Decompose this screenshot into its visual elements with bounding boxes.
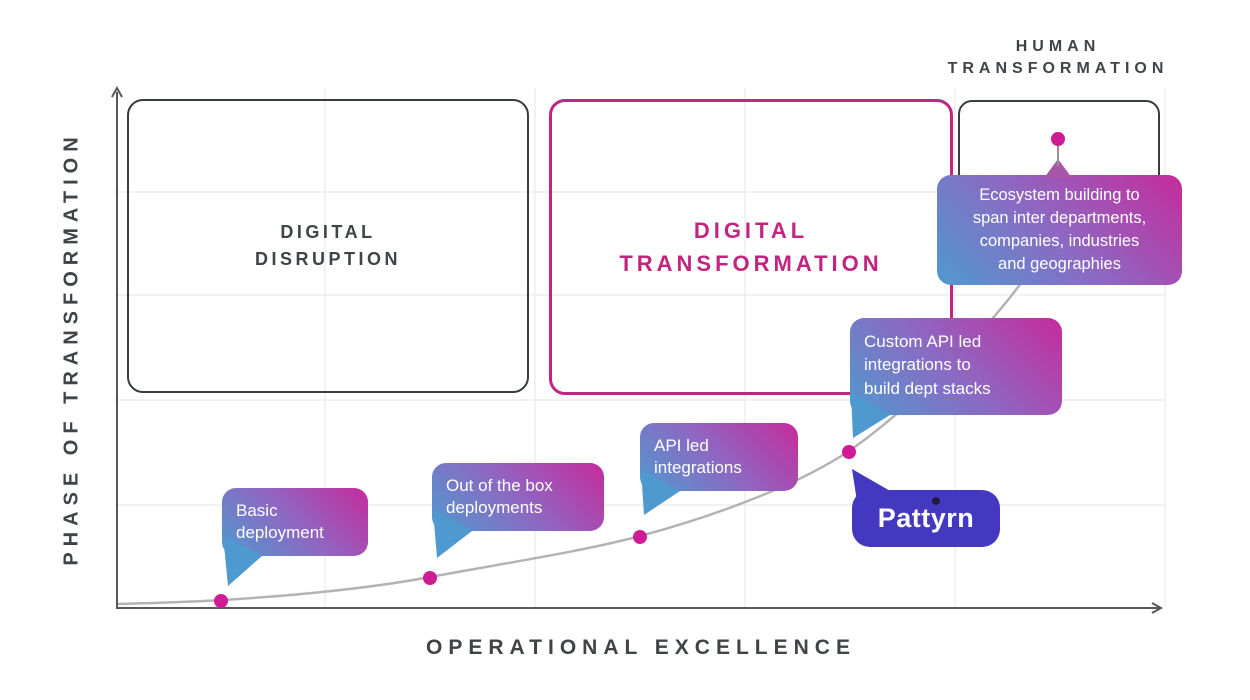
pattyrn-logo-text: Pattyrn: [877, 503, 975, 533]
zone-digital-disruption-label: DIGITAL DISRUPTION: [254, 222, 401, 269]
zone-human-transformation-title: HUMAN TRANSFORMATION: [947, 38, 1169, 77]
pattyrn-logo: Pattyrn: [852, 490, 1000, 547]
callout-ecosystem-building-text: Ecosystem building to span inter departm…: [972, 185, 1147, 274]
milestone-dot-3: [633, 530, 647, 544]
zone-digital-transformation-label: DIGITAL TRANSFORMATION: [619, 218, 883, 276]
milestone-dot-4: [842, 445, 856, 459]
x-axis: [116, 602, 1164, 614]
callout-ecosystem-building: Ecosystem building to span inter departm…: [937, 175, 1182, 285]
x-axis-label: OPERATIONAL EXCELLENCE: [426, 636, 856, 659]
callout-out-of-the-box-deployments: Out of the box deployments: [432, 463, 604, 531]
y-axis-label: PHASE OF TRANSFORMATION: [60, 131, 83, 566]
y-axis: [111, 85, 123, 609]
callout-basic-deployment: Basic deployment: [222, 488, 368, 556]
callout-api-led-integrations: API led integrations: [640, 423, 798, 491]
milestone-dot-2: [423, 571, 437, 585]
zone-digital-disruption: DIGITAL DISRUPTION: [127, 99, 529, 393]
milestone-dot-1: [214, 594, 228, 608]
callout-custom-api-led-integrations: Custom API led integrations to build dep…: [850, 318, 1062, 415]
